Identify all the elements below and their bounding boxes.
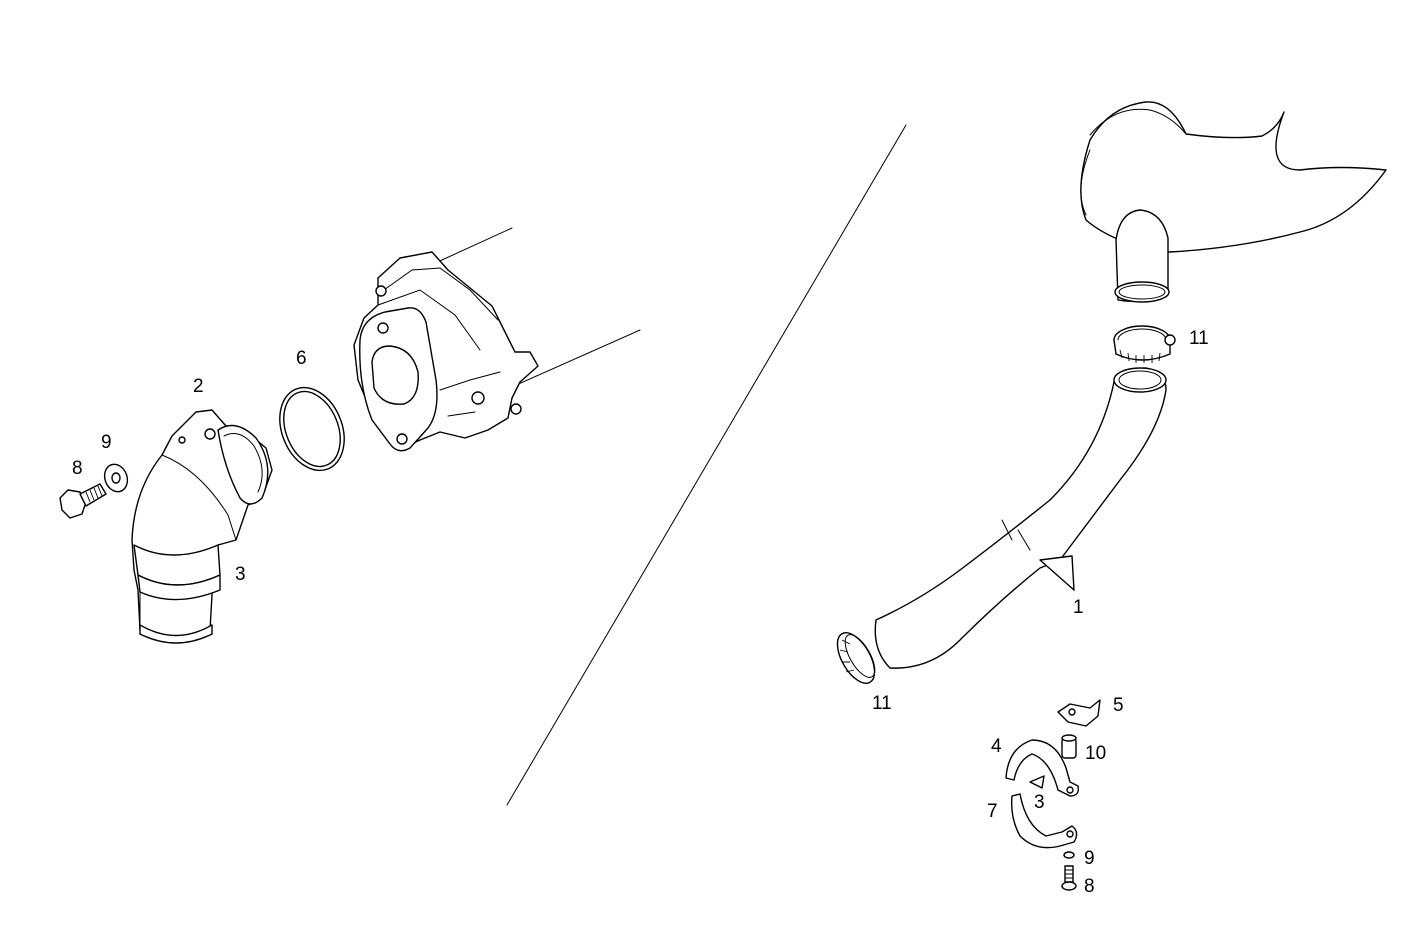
label-part-3-right: 3	[1034, 792, 1045, 813]
muffler	[1080, 101, 1387, 303]
clamp-11-top	[1113, 325, 1176, 363]
label-part-8-right: 8	[1084, 876, 1095, 897]
bracket-5	[1057, 699, 1101, 727]
pipe-1	[874, 367, 1167, 669]
label-part-9-left: 9	[101, 432, 112, 453]
label-part-8-left: 8	[72, 458, 83, 479]
washer-9-left	[103, 463, 129, 493]
label-part-9-right: 9	[1084, 848, 1095, 869]
exhaust-manifold	[353, 227, 641, 452]
label-part-10: 10	[1085, 743, 1106, 764]
strap-clamp-4	[1005, 739, 1080, 797]
divider-line	[506, 124, 907, 806]
clamp-11-bottom	[836, 632, 876, 684]
strap-clamp-7	[1010, 793, 1078, 849]
elbow-pipe-2	[131, 409, 273, 644]
spacer-10	[1061, 734, 1077, 759]
washer-9-right	[1063, 851, 1075, 859]
label-part-7: 7	[987, 801, 998, 822]
label-part-5: 5	[1113, 695, 1124, 716]
label-part-3-left: 3	[235, 564, 246, 585]
label-part-2: 2	[193, 376, 204, 397]
label-part-11-top: 11	[1189, 328, 1209, 349]
label-part-1: 1	[1073, 597, 1084, 618]
bolt-8-left	[59, 483, 107, 519]
bolt-8-right	[1061, 865, 1077, 891]
gasket-6	[279, 386, 345, 472]
label-part-6: 6	[296, 348, 307, 369]
label-part-4: 4	[991, 736, 1002, 757]
insert-3-right	[1029, 775, 1045, 789]
label-part-11-bottom: 11	[872, 693, 892, 714]
